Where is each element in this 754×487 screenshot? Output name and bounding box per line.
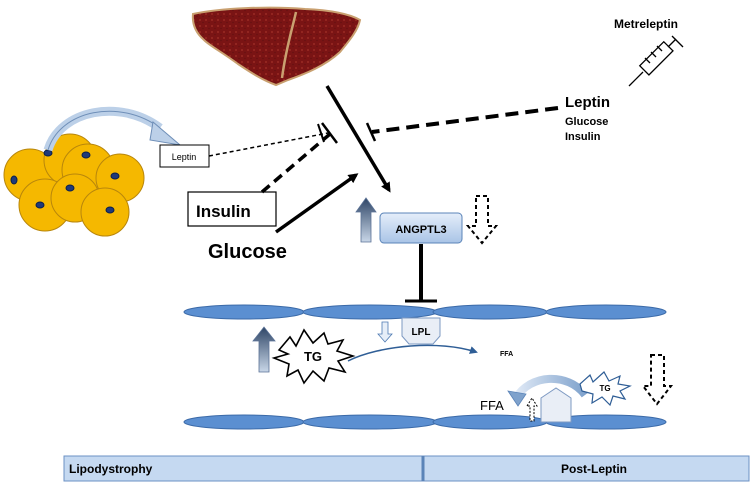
lpl-label: LPL bbox=[412, 327, 431, 338]
glucose-right-label: Glucose bbox=[565, 116, 608, 128]
tg-ffa-lower-arrowhead bbox=[507, 390, 527, 407]
tg-burst-right-icon bbox=[579, 371, 632, 407]
glucose-arrow bbox=[274, 173, 359, 234]
footer-right-label: Post-Leptin bbox=[561, 462, 627, 476]
insulin-inhibition-line bbox=[260, 132, 332, 194]
lower-vessel bbox=[183, 414, 667, 430]
upper-vessel bbox=[183, 304, 667, 320]
footer-left-label: Lipodystrophy bbox=[69, 462, 153, 476]
insulin-right-label: Insulin bbox=[565, 131, 601, 143]
lpl-lower-icon bbox=[540, 387, 572, 423]
metreleptin-label: Metreleptin bbox=[614, 17, 678, 31]
insulin-inhibition-bar bbox=[321, 122, 338, 144]
insulin-box bbox=[187, 191, 277, 227]
angptl3-label: ANGPTL3 bbox=[395, 224, 446, 236]
tg-ffa-arrow bbox=[347, 344, 478, 362]
liver-icon bbox=[191, 6, 362, 87]
angptl3-decrease-arrow bbox=[465, 195, 499, 245]
syringe-icon bbox=[628, 35, 684, 87]
adipocyte-cluster-icon bbox=[3, 106, 182, 237]
tg-ffa-lower-arrow bbox=[512, 374, 589, 401]
insulin-label: Insulin bbox=[196, 202, 251, 221]
tg-right-label: TG bbox=[599, 384, 610, 393]
angptl3-box bbox=[379, 212, 463, 244]
tg-burst-icon bbox=[271, 328, 356, 385]
ffa-lower-label: FFA bbox=[480, 398, 504, 413]
footer-left-segment bbox=[63, 455, 424, 482]
ffa-increase-arrow bbox=[526, 397, 538, 422]
leptin-right-label: Leptin bbox=[565, 94, 610, 111]
lpl-decrease-arrow bbox=[377, 321, 393, 343]
post-leptin-inhibition-bar bbox=[365, 122, 377, 142]
lpl-icon bbox=[401, 317, 441, 345]
tg-decrease-arrow bbox=[640, 354, 674, 406]
angptl3-increase-arrow bbox=[355, 197, 377, 243]
liver-angptl3-arrow bbox=[325, 85, 391, 193]
glucose-label: Glucose bbox=[208, 241, 287, 263]
ffa-small-label: FFA bbox=[500, 351, 513, 358]
post-leptin-inhibition-line bbox=[371, 106, 559, 134]
leptin-small-label: Leptin bbox=[172, 152, 197, 162]
leptin-inhibition-line bbox=[208, 132, 329, 157]
tg-increase-arrow bbox=[252, 326, 276, 373]
footer-right-segment bbox=[422, 455, 750, 482]
tg-left-label: TG bbox=[304, 349, 322, 364]
